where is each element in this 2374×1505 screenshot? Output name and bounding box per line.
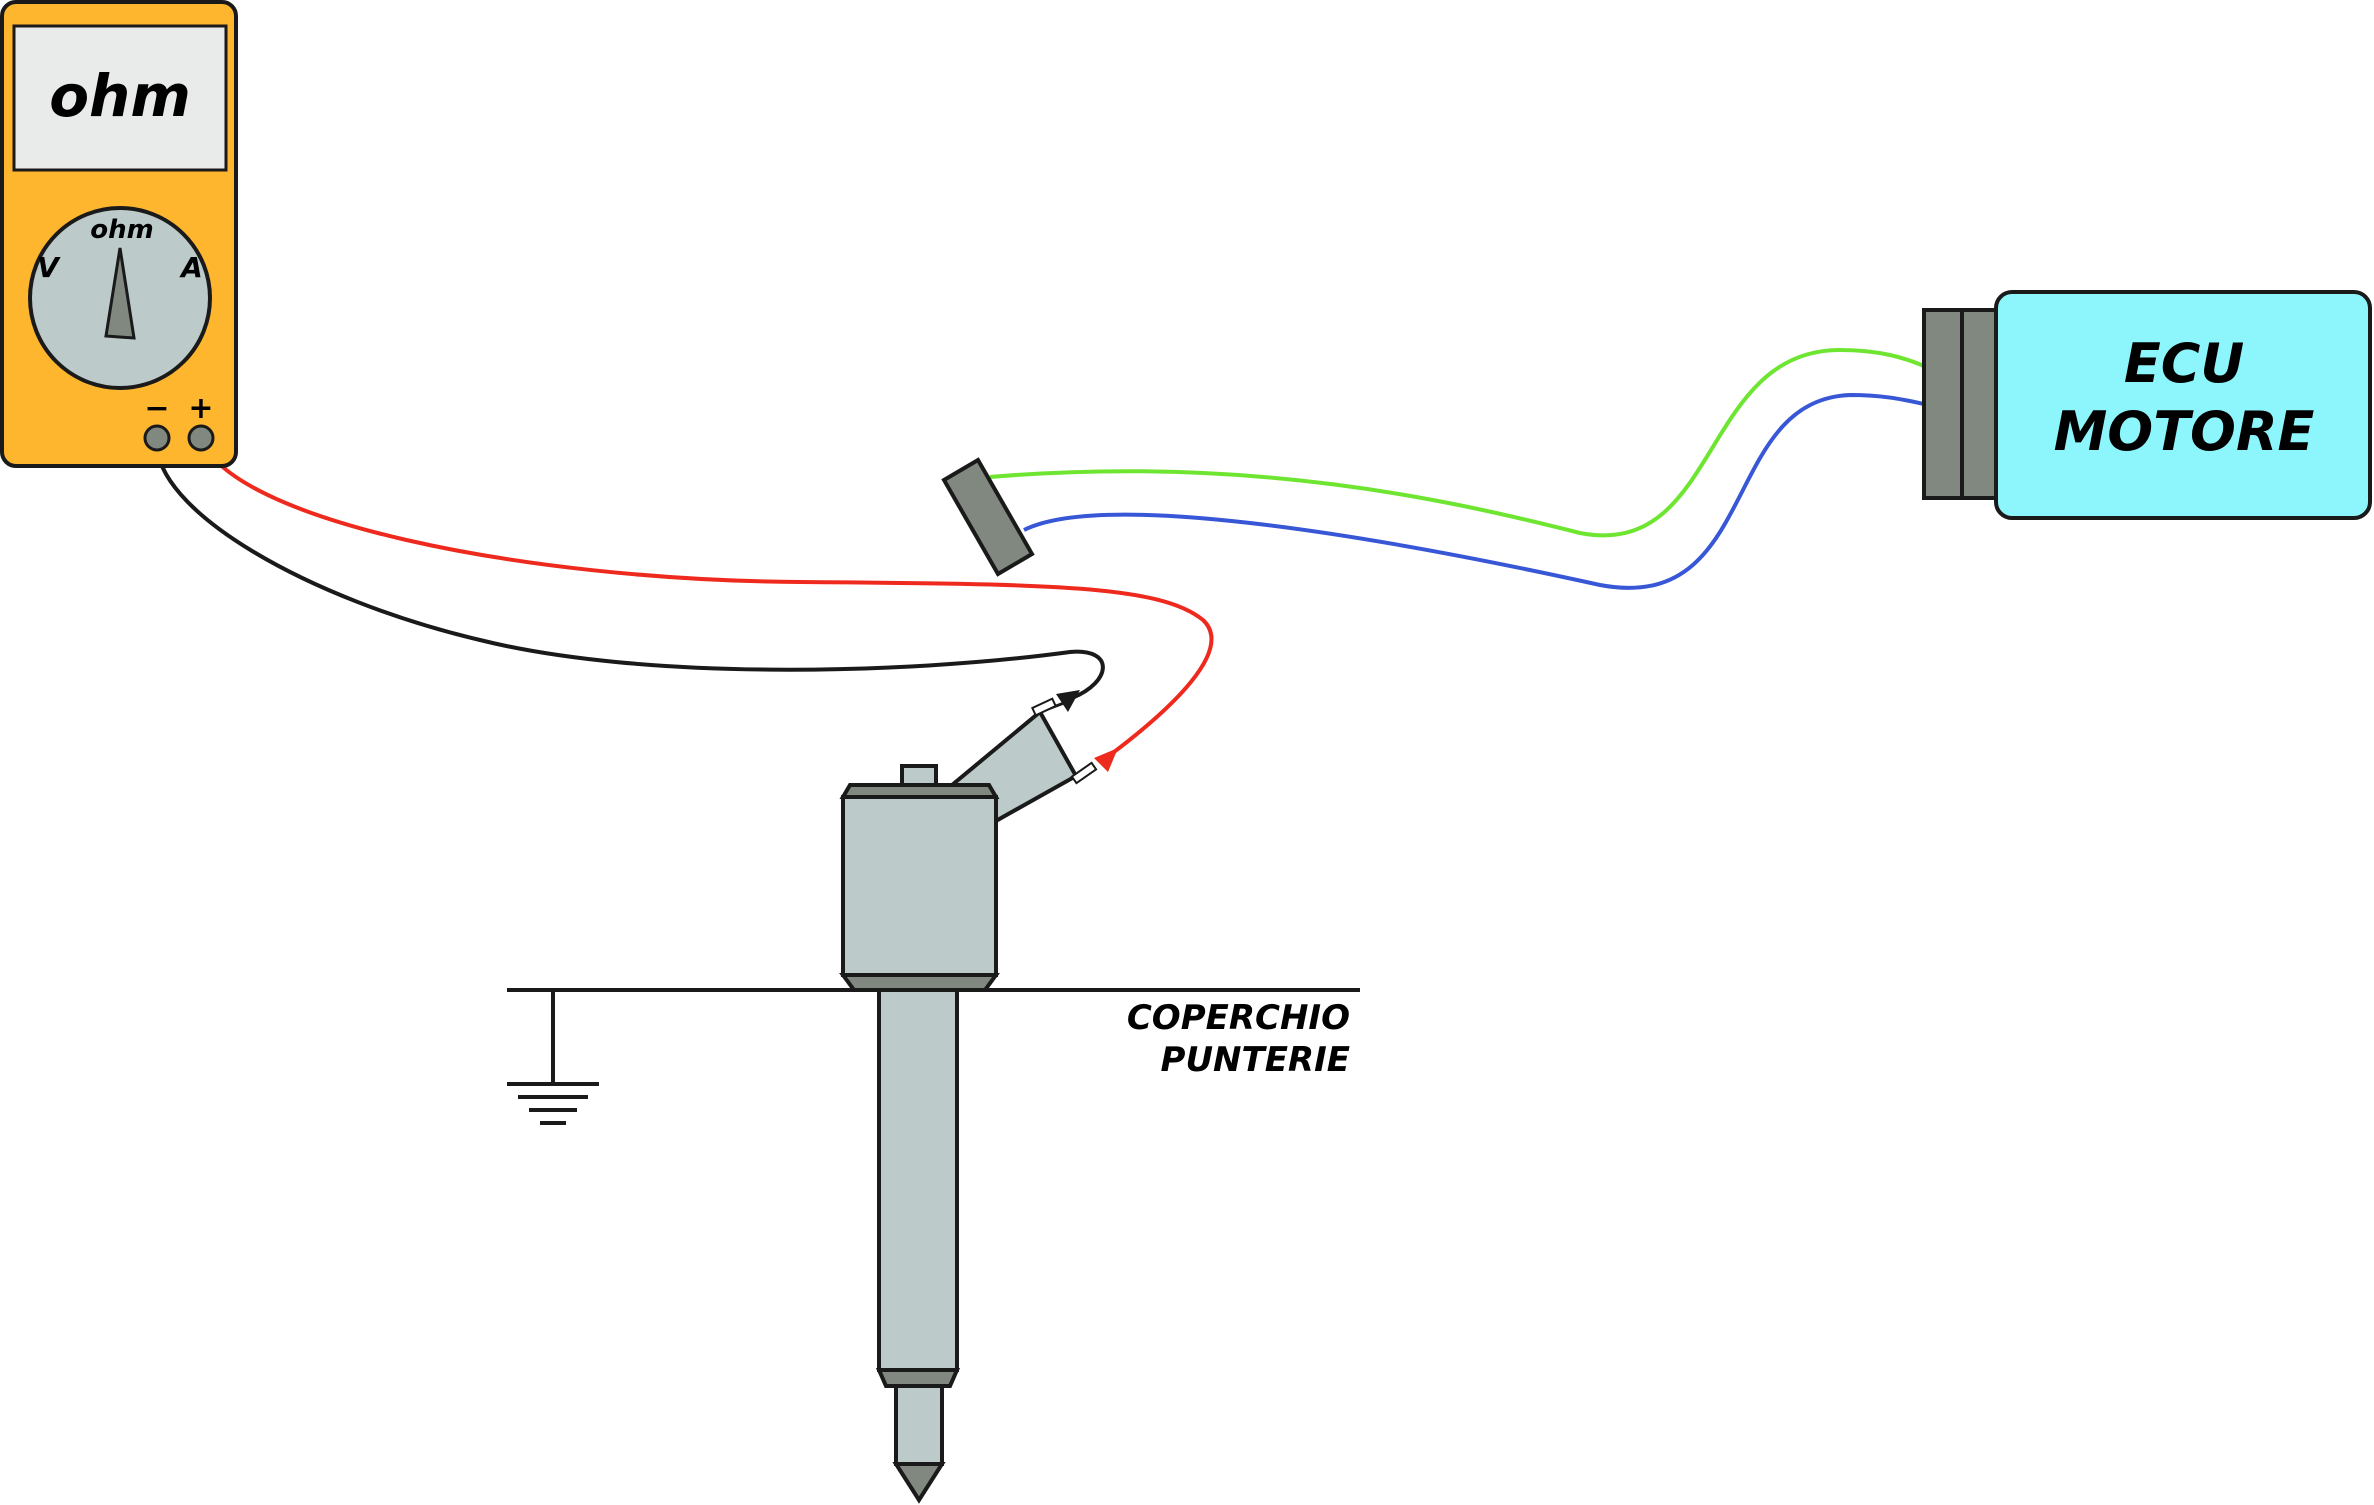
dial-label-a: A (179, 251, 203, 284)
injector (839, 708, 1079, 1504)
surface-label-line1: COPERCHIO (1127, 998, 1350, 1038)
ground-symbol-icon (507, 990, 599, 1125)
blue-signal-wire (1023, 392, 1925, 590)
injector-shank (877, 988, 959, 1372)
red-probe-wire (199, 437, 1214, 757)
surface-label-line2: PUNTERIE (1161, 1040, 1350, 1080)
multimeter: ohm ohm V A − + (0, 0, 238, 468)
terminal-plus[interactable] (187, 424, 215, 452)
green-signal-wire (989, 347, 1925, 538)
injector-nozzle (894, 1384, 944, 1466)
injector-head (841, 795, 998, 977)
ecu-body (1994, 290, 2372, 520)
terminal-minus-label: − (144, 391, 169, 426)
ecu-connector-outer (1922, 308, 1964, 500)
ecu-unit: ECU MOTORE (1922, 290, 2372, 520)
ecu-label-line1: ECU (2124, 332, 2244, 395)
black-probe-wire (154, 437, 1105, 700)
dial-pointer (104, 247, 136, 340)
dial-label-ohm: ohm (90, 215, 153, 245)
disconnected-harness-plug (941, 457, 1035, 577)
display-reading: ohm (49, 62, 191, 130)
ecu-connector-inner (1960, 308, 2000, 500)
dial-label-v: V (37, 251, 61, 284)
terminal-plus-label: + (188, 391, 213, 426)
injector-collar (875, 1368, 961, 1388)
injector-head-bottom-chamfer (839, 973, 1000, 992)
probe-tip-icon (1031, 690, 1118, 785)
wires (154, 347, 1925, 757)
injector-nozzle-tip (892, 1462, 946, 1504)
multimeter-display (12, 24, 228, 172)
terminal-minus[interactable] (143, 424, 171, 452)
valve-cover-surface: COPERCHIO PUNTERIE (507, 988, 1360, 1080)
ecu-label-line2: MOTORE (2054, 400, 2315, 463)
